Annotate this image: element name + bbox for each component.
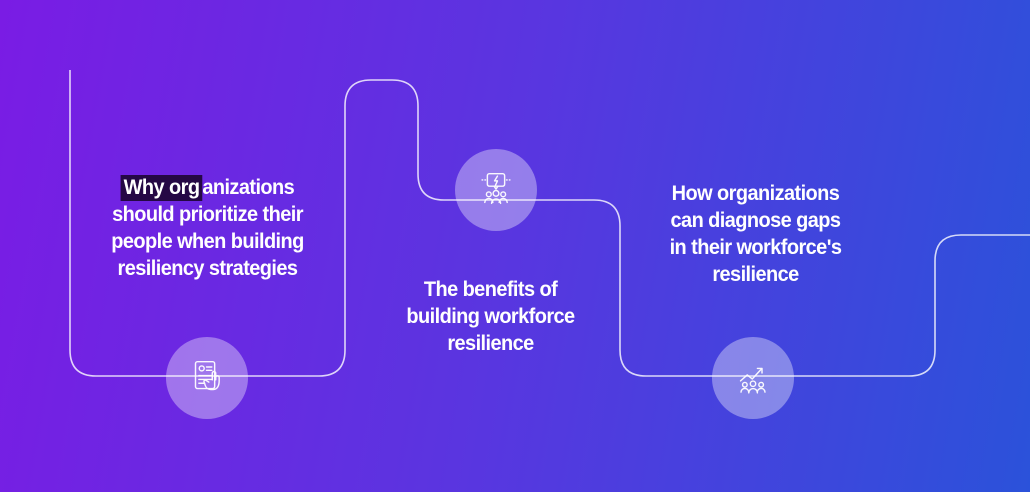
- heading-line: in their workforce's: [669, 236, 842, 259]
- flow-line-path: [69, 70, 1030, 377]
- heading-line-rest: anizations: [202, 176, 295, 199]
- chart-growth-people-icon-art: [739, 367, 766, 394]
- chat-lightning-people-icon: [455, 149, 537, 231]
- chat-lightning-people-icon-art: [481, 172, 511, 205]
- heading-line: people when building: [111, 230, 304, 253]
- heading-line: should prioritize their: [112, 203, 303, 226]
- document-pointer-icon: [166, 337, 248, 419]
- heading-line: How organizations: [671, 182, 840, 205]
- heading-benefits: The benefits of building workforce resil…: [350, 276, 630, 357]
- highlighted-text: Why org: [120, 175, 203, 201]
- document-pointer-icon-art: [194, 360, 220, 391]
- heading-line: can diagnose gaps: [670, 209, 841, 232]
- heading-diagnose-gaps: How organizations can diagnose gaps in t…: [615, 180, 895, 288]
- heading-line: The benefits of: [423, 278, 558, 301]
- heading-line: resilience: [447, 332, 534, 355]
- heading-line: resilience: [712, 263, 799, 286]
- chart-growth-people-icon: [712, 337, 794, 419]
- heading-line: resiliency strategies: [117, 257, 298, 280]
- heading-line: building workforce: [406, 305, 575, 328]
